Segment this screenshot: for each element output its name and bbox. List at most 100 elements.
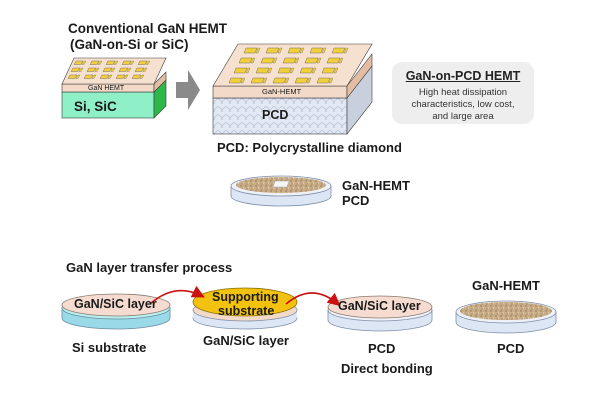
step3-disc — [327, 295, 433, 332]
transition-arrow — [176, 70, 200, 110]
small-gate-finger — [126, 67, 132, 72]
large-gate-finger — [255, 47, 261, 54]
large-electrode-pad — [260, 57, 275, 64]
small-gate-finger — [145, 60, 151, 65]
large-stack-substrate-label: PCD — [262, 108, 289, 122]
transfer-arrow-1 — [149, 285, 205, 305]
large-electrode-pad — [238, 57, 253, 64]
small-electrode-pad — [83, 74, 94, 79]
large-electrode-pad — [304, 57, 319, 64]
wafer-label-pcd: PCD — [342, 193, 370, 208]
small-gate-finger — [107, 74, 113, 79]
gan-layer-large-side — [346, 53, 373, 99]
large-electrode-pad — [326, 57, 341, 64]
large-gate-finger — [328, 77, 334, 84]
large-gate-finger — [333, 67, 339, 74]
gan-layer-small-side — [153, 71, 167, 93]
large-gate-finger — [338, 57, 344, 64]
large-electrode-pad — [243, 47, 258, 54]
large-gate-finger — [262, 77, 268, 84]
small-electrode-pad — [89, 60, 100, 65]
card-title: GaN-on-PCD HEMT — [405, 69, 521, 83]
conventional-title: Conventional GaN HEMT — [68, 21, 228, 36]
conventional-stack — [61, 57, 167, 119]
large-gate-finger — [272, 57, 278, 64]
large-electrode-pad — [294, 77, 309, 84]
small-electrode-pad — [118, 67, 129, 72]
large-gate-finger — [267, 67, 273, 74]
card-line: High heat dissipation — [418, 87, 508, 98]
large-gate-finger — [284, 77, 290, 84]
small-gate-finger — [142, 67, 148, 72]
small-gate-finger — [91, 74, 97, 79]
step3-disc-label: GaN/SiC layer — [338, 299, 421, 313]
step2-disc — [192, 287, 298, 330]
large-stack-layer-label: GaN-HEMT — [262, 87, 302, 96]
gan-top-face-large — [212, 43, 373, 87]
small-gate-finger — [97, 60, 103, 65]
small-electrode-pad — [99, 74, 110, 79]
large-gate-finger — [294, 57, 300, 64]
small-gate-finger — [75, 74, 81, 79]
small-gate-finger — [94, 67, 100, 72]
small-gate-finger — [123, 74, 129, 79]
si-sic-substrate — [61, 91, 155, 119]
small-electrodes — [67, 60, 151, 79]
small-electrode-pad — [134, 67, 145, 72]
step3-sublabel: Direct bonding — [341, 361, 433, 376]
step4-disc — [455, 300, 557, 334]
small-electrode-pad — [131, 74, 142, 79]
large-gate-finger — [299, 47, 305, 54]
large-electrode-pad — [287, 47, 302, 54]
large-gate-finger — [245, 67, 251, 74]
gan-hemt-pcd-wafer — [230, 175, 332, 207]
large-gate-finger — [316, 57, 322, 64]
large-electrode-pad — [309, 47, 324, 54]
small-electrode-pad — [115, 74, 126, 79]
step1-disc — [61, 293, 171, 330]
large-electrodes — [228, 47, 349, 84]
large-electrode-pad — [331, 47, 346, 54]
large-electrode-pad — [272, 77, 287, 84]
process-title: GaN layer transfer process — [66, 260, 233, 275]
wafer-label-gan-hemt: GaN-HEMT — [342, 178, 410, 193]
step2-label: GaN/SiC layer — [203, 333, 289, 348]
large-electrode-pad — [250, 77, 265, 84]
conventional-subtitle: (GaN-on-Si or SiC) — [70, 37, 189, 52]
small-gate-finger — [113, 60, 119, 65]
large-electrode-pad — [277, 67, 292, 74]
small-gate-finger — [78, 67, 84, 72]
step3-label: PCD — [368, 341, 396, 356]
large-gate-finger — [321, 47, 327, 54]
large-gate-finger — [306, 77, 312, 84]
card-body: High heat dissipation characteristics, l… — [392, 87, 534, 123]
large-gate-finger — [289, 67, 295, 74]
small-gate-finger — [110, 67, 116, 72]
large-electrode-pad — [282, 57, 297, 64]
small-electrode-pad — [105, 60, 116, 65]
large-gate-finger — [250, 57, 256, 64]
small-stack-substrate-label: Si, SiC — [74, 99, 117, 114]
large-gate-finger — [277, 47, 283, 54]
gan-on-pcd-stack — [212, 43, 373, 135]
step1-label: Si substrate — [72, 340, 147, 355]
transfer-arrow-2 — [285, 292, 341, 307]
small-electrode-pad — [102, 67, 113, 72]
gan-on-pcd-card: GaN-on-PCD HEMT High heat dissipation ch… — [392, 62, 534, 124]
small-electrode-pad — [86, 67, 97, 72]
large-electrode-pad — [228, 77, 243, 84]
step4-label: PCD — [497, 341, 525, 356]
small-gate-finger — [81, 60, 87, 65]
pcd-block — [212, 97, 348, 135]
small-electrode-pad — [70, 67, 81, 72]
small-gate-finger — [139, 74, 145, 79]
large-electrode-pad — [321, 67, 336, 74]
step1-disc-label: GaN/SiC layer — [74, 297, 157, 311]
large-electrode-pad — [316, 77, 331, 84]
small-electrode-pad — [137, 60, 148, 65]
large-electrode-pad — [265, 47, 280, 54]
small-electrode-pad — [67, 74, 78, 79]
small-stack-layer-label: GaN HEMT — [88, 85, 125, 92]
card-line: characteristics, low cost, — [411, 99, 515, 110]
